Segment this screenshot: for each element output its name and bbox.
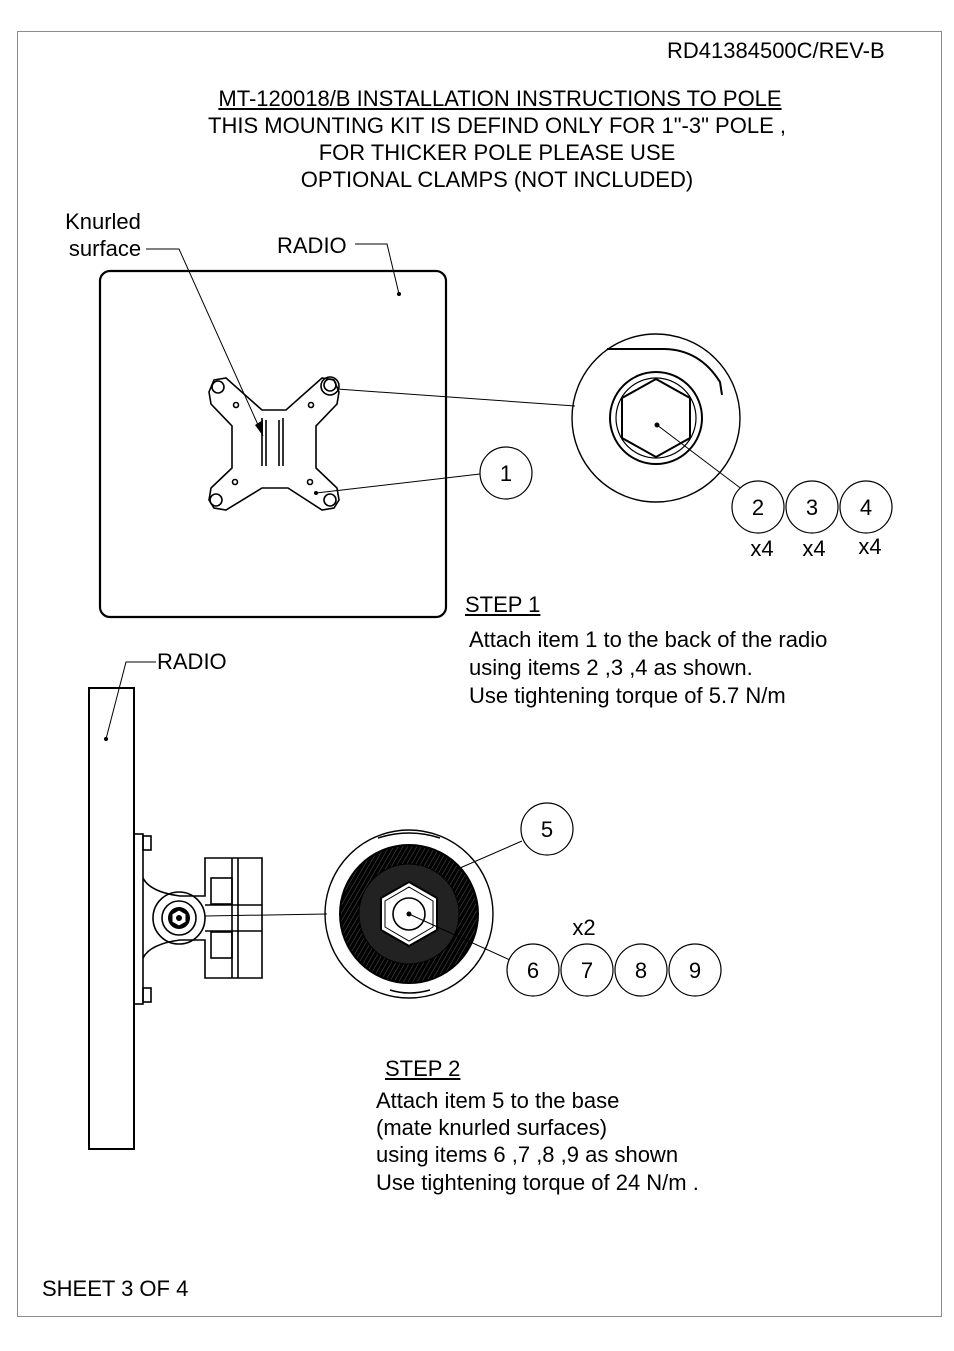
knurled-label-line-2: surface xyxy=(68,236,142,261)
mounting-plate xyxy=(208,376,340,511)
balloon-4-number: 4 xyxy=(859,495,873,520)
balloon-5-number: 5 xyxy=(540,817,554,842)
balloon-2-qty: x4 xyxy=(750,536,774,561)
balloon-8 xyxy=(614,943,668,997)
step-2-line-1: Attach item 5 to the base xyxy=(376,1088,620,1113)
step-1-line-3: Use tightening torque of 5.7 N/m xyxy=(469,683,786,708)
document-number: RD41384500C/REV-B xyxy=(667,38,885,63)
balloon-3-number: 3 xyxy=(805,495,819,520)
balloon-4 xyxy=(839,480,893,534)
radio-back-panel xyxy=(98,269,448,619)
subtitle-line-2: FOR THICKER POLE PLEASE USE xyxy=(318,140,676,165)
step-1-line-1: Attach item 1 to the back of the radio xyxy=(469,627,828,652)
balloon-3 xyxy=(785,480,839,534)
detail-view-circle xyxy=(571,333,741,503)
balloon-1 xyxy=(479,446,533,500)
step-2-line-4: Use tightening torque of 24 N/m . xyxy=(376,1170,699,1195)
balloon-4-qty: x4 xyxy=(858,534,882,559)
balloon-8-number: 8 xyxy=(634,958,648,983)
balloon-3-qty: x4 xyxy=(802,536,826,561)
step-2-line-3: using items 6 ,7 ,8 ,9 as shown xyxy=(376,1142,679,1167)
balloon-2 xyxy=(731,480,785,534)
balloon-6 xyxy=(506,943,560,997)
sheet-number: SHEET 3 OF 4 xyxy=(42,1276,189,1301)
knurled-label-line-1: Knurled xyxy=(65,209,141,234)
radio-side-panel xyxy=(88,687,135,1150)
radio-label-side: RADIO xyxy=(157,649,227,674)
subtitle-line-3: OPTIONAL CLAMPS (NOT INCLUDED) xyxy=(300,167,694,192)
step-1-line-2: using items 2 ,3 ,4 as shown. xyxy=(469,655,753,680)
balloon-7-number: 7 xyxy=(580,958,594,983)
side-bracket xyxy=(133,833,263,1005)
step-2-heading: STEP 2 xyxy=(385,1056,461,1081)
balloon-9-number: 9 xyxy=(688,958,702,983)
balloon-7 xyxy=(560,943,614,997)
subtitle-line-1: THIS MOUNTING KIT IS DEFIND ONLY FOR 1"-… xyxy=(208,113,786,138)
balloon-6-number: 6 xyxy=(526,958,540,983)
balloon-7-qty: x2 xyxy=(572,915,596,940)
balloon-1-number: 1 xyxy=(499,461,513,486)
knurl-detail-circle xyxy=(324,829,494,999)
balloon-5 xyxy=(520,802,574,856)
drawing-title: MT-120018/B INSTALLATION INSTRUCTIONS TO… xyxy=(218,86,782,111)
step-1-heading: STEP 1 xyxy=(465,592,541,617)
balloon-2-number: 2 xyxy=(751,495,765,520)
drawing-frame xyxy=(17,31,942,1317)
radio-label-top: RADIO xyxy=(277,233,347,258)
step-2-line-2: (mate knurled surfaces) xyxy=(376,1115,608,1140)
balloon-9 xyxy=(668,943,722,997)
